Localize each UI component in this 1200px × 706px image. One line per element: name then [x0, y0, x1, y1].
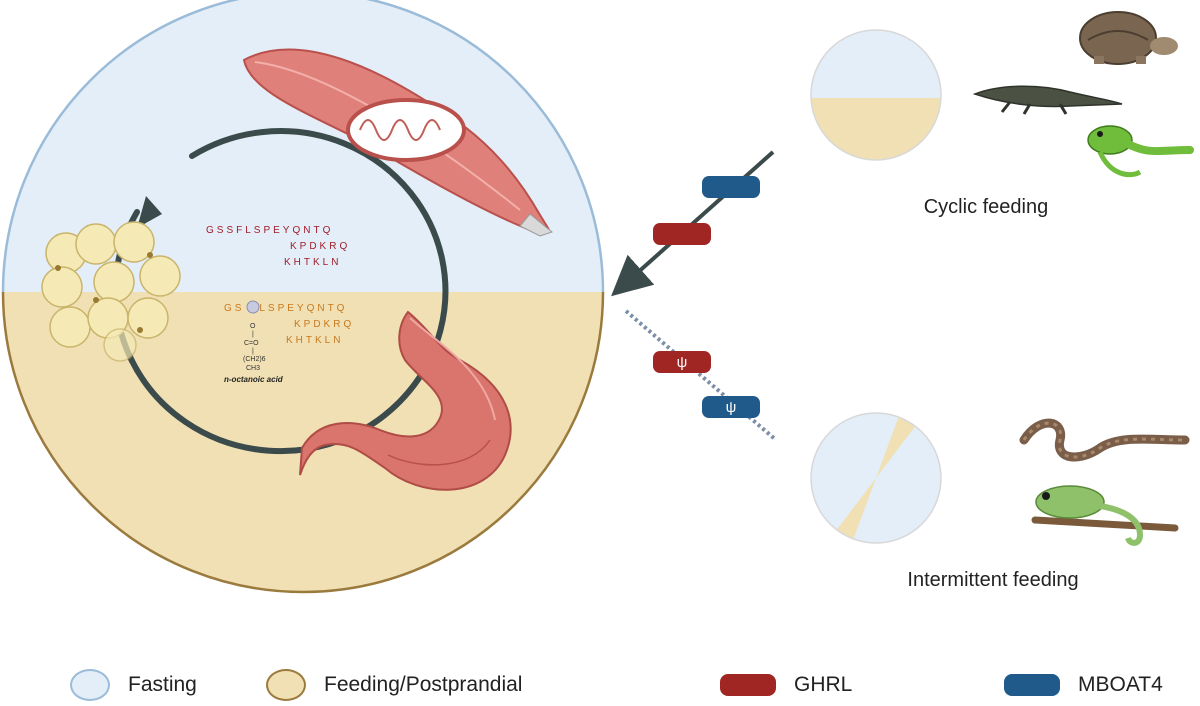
pathway-arrow	[611, 150, 775, 297]
tortoise-icon	[1079, 11, 1178, 65]
chem-chain: (CH2)6	[243, 356, 266, 363]
legend-ghrl-label: GHRL	[794, 673, 853, 696]
mboat4-gene-cyclic	[702, 176, 760, 198]
chameleon-icon	[1031, 485, 1179, 546]
mboat4-swatch	[1004, 674, 1060, 696]
peptide-fed-line1: GS FLSPEYQNTQ	[224, 303, 347, 314]
feeding-swatch	[266, 669, 306, 701]
peptide-fasting-line2: KPDKRQ	[290, 241, 350, 252]
snake-icon	[1019, 418, 1190, 462]
legend-ghrl: GHRL	[720, 668, 852, 702]
lizard-icon	[1087, 125, 1194, 178]
ghrl-psi-label: ψ	[677, 354, 688, 371]
cycle-arrowhead	[137, 196, 162, 228]
mitochondrion-icon	[346, 98, 466, 162]
cyclic-feeding-clock	[810, 29, 942, 161]
crocodile-icon	[972, 85, 1123, 115]
mboat4-psi-label: ψ	[726, 399, 737, 416]
chem-o: O	[250, 323, 256, 330]
cyclic-feeding-label: Cyclic feeding	[924, 196, 1049, 218]
mboat4-pseudogene	[702, 396, 760, 418]
legend-feeding-label: Feeding/Postprandial	[324, 673, 523, 696]
muscle-icon	[242, 48, 554, 237]
peptide-fed-line3: KHTKLN	[286, 335, 343, 346]
intermittent-feeding-clock	[810, 412, 942, 544]
legend-mboat4: MBOAT4	[1004, 668, 1163, 702]
chem-bond-2: |	[252, 348, 254, 355]
ghrl-pseudogene	[653, 351, 711, 373]
feeding-border	[1, 291, 605, 594]
legend-fasting: Fasting	[70, 668, 197, 702]
stomach-icon	[299, 310, 512, 491]
fasting-border	[1, 0, 605, 293]
legend-feeding: Feeding/Postprandial	[266, 668, 522, 702]
intermittent-feeding-label: Intermittent feeding	[907, 569, 1078, 591]
acyl-serine-icon	[246, 300, 260, 314]
peptide-fasting-line1: GSSFLSPEYQNTQ	[206, 225, 333, 236]
octanoic-structure: O | C=O | (CH2)6 CH3 n-octanoic acid	[224, 323, 284, 384]
adipocytes-icon	[41, 221, 181, 362]
pseudogene-line	[624, 309, 778, 442]
chem-carbonyl: C=O	[244, 340, 259, 347]
acid-label: n-octanoic acid	[224, 375, 284, 384]
ghrl-gene-cyclic	[653, 223, 711, 245]
chem-methyl: CH3	[246, 365, 260, 372]
fasting-swatch	[70, 669, 110, 701]
legend-fasting-label: Fasting	[128, 673, 197, 696]
chem-bond-1: |	[252, 331, 254, 338]
peptide-fed-line2: KPDKRQ	[294, 319, 354, 330]
peptide-fasting-line3: KHTKLN	[284, 257, 341, 268]
ghrl-swatch	[720, 674, 776, 696]
legend-mboat4-label: MBOAT4	[1078, 673, 1163, 696]
